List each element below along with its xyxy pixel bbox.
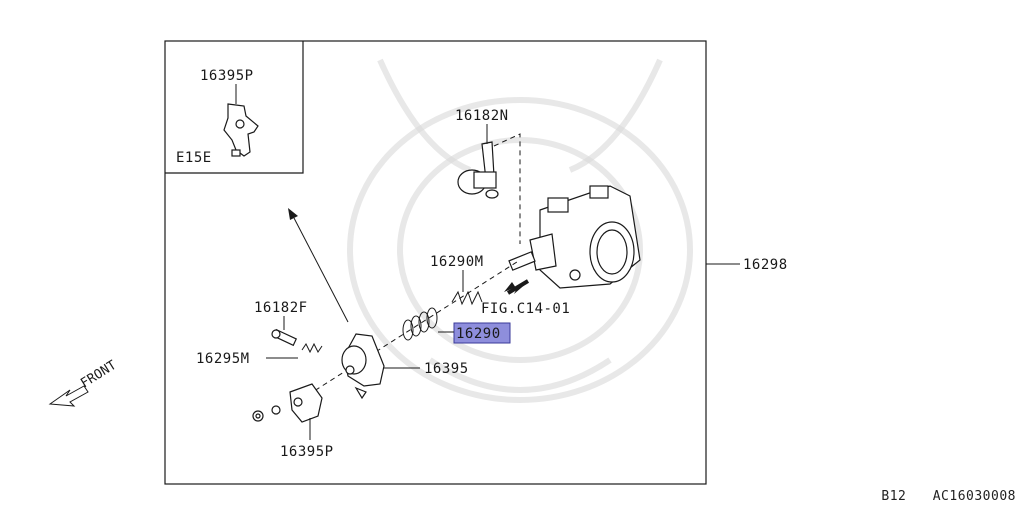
label-16290: 16290	[456, 326, 501, 342]
bracket-16395P	[252, 383, 323, 423]
label-16395P: 16395P	[280, 444, 334, 460]
front-label: FRONT	[78, 358, 119, 392]
inset-bracket-part	[223, 84, 259, 157]
actuator-16395	[341, 333, 385, 400]
assembly-axis	[299, 259, 521, 401]
spring-16290	[402, 307, 438, 341]
part-16182N	[457, 141, 499, 199]
spring-16295M	[301, 342, 323, 354]
direction-arrow	[288, 208, 349, 323]
watermark-emblem	[347, 58, 693, 403]
label-16395: 16395	[424, 361, 469, 377]
inset-part-label: 16395P	[200, 68, 254, 84]
diagram-footer: B12 AC16030008	[863, 489, 1016, 504]
inset-engine-code: E15E	[176, 150, 212, 166]
page-code: B12	[881, 489, 907, 504]
inset-frame	[165, 41, 304, 174]
label-16182F: 16182F	[254, 300, 308, 316]
fig-ref-arrow	[504, 279, 530, 295]
label-16295M: 16295M	[196, 351, 250, 367]
front-arrow	[48, 385, 89, 407]
spring-16290M	[451, 270, 483, 306]
label-16298: 16298	[743, 257, 788, 273]
diagram-code: AC16030008	[932, 489, 1016, 504]
main-frame	[164, 40, 707, 485]
screw-16182F	[271, 328, 298, 347]
dashed-16182N	[493, 133, 521, 244]
highlight-16290[interactable]	[453, 322, 511, 344]
throttle-body	[508, 185, 641, 289]
label-16182N: 16182N	[455, 108, 509, 124]
fig-reference: FIG.C14-01	[481, 301, 570, 317]
label-16290M: 16290M	[430, 254, 484, 270]
